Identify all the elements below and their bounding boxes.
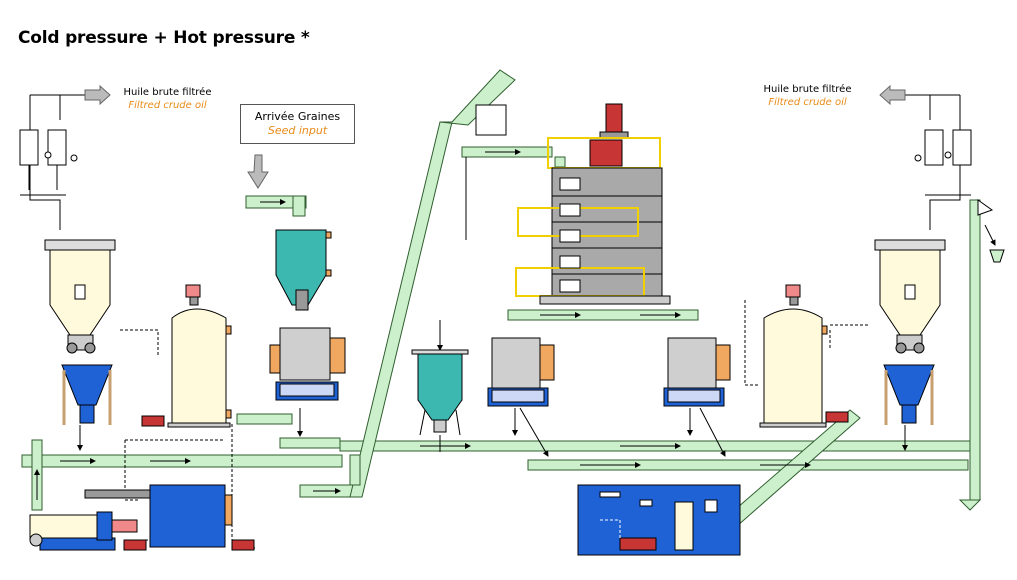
diagram-title: Cold pressure + Hot pressure * xyxy=(18,28,310,48)
conveyor-pipes xyxy=(21,69,982,549)
left-oil-label: Huile brute filtrée Filtred crude oil xyxy=(105,86,230,112)
seed-input-label-fr: Arrivée Graines xyxy=(254,110,341,123)
left-filter-unit xyxy=(19,84,116,425)
right-storage-tank xyxy=(759,284,849,428)
left-oil-label-fr: Huile brute filtrée xyxy=(123,87,212,98)
center-hopper xyxy=(411,349,469,436)
left-oil-label-en: Filtred crude oil xyxy=(128,100,207,111)
seed-input-box: Arrivée Graines Seed input xyxy=(240,104,355,144)
cake-unit xyxy=(577,484,741,556)
right-small-hopper xyxy=(977,199,1005,263)
right-oil-label-en: Filtred crude oil xyxy=(768,97,847,108)
right-oil-label: Huile brute filtrée Filtred crude oil xyxy=(745,83,870,109)
left-storage-tank xyxy=(141,284,232,428)
right-filter-unit xyxy=(874,84,972,425)
seed-hopper xyxy=(247,154,346,401)
flow-lines xyxy=(34,149,908,500)
seed-input-label-en: Seed input xyxy=(267,124,328,137)
expeller-presses xyxy=(487,337,731,407)
grinder-unit xyxy=(29,484,255,551)
right-oil-label-fr: Huile brute filtrée xyxy=(763,84,852,95)
cooker-stack xyxy=(475,103,671,305)
